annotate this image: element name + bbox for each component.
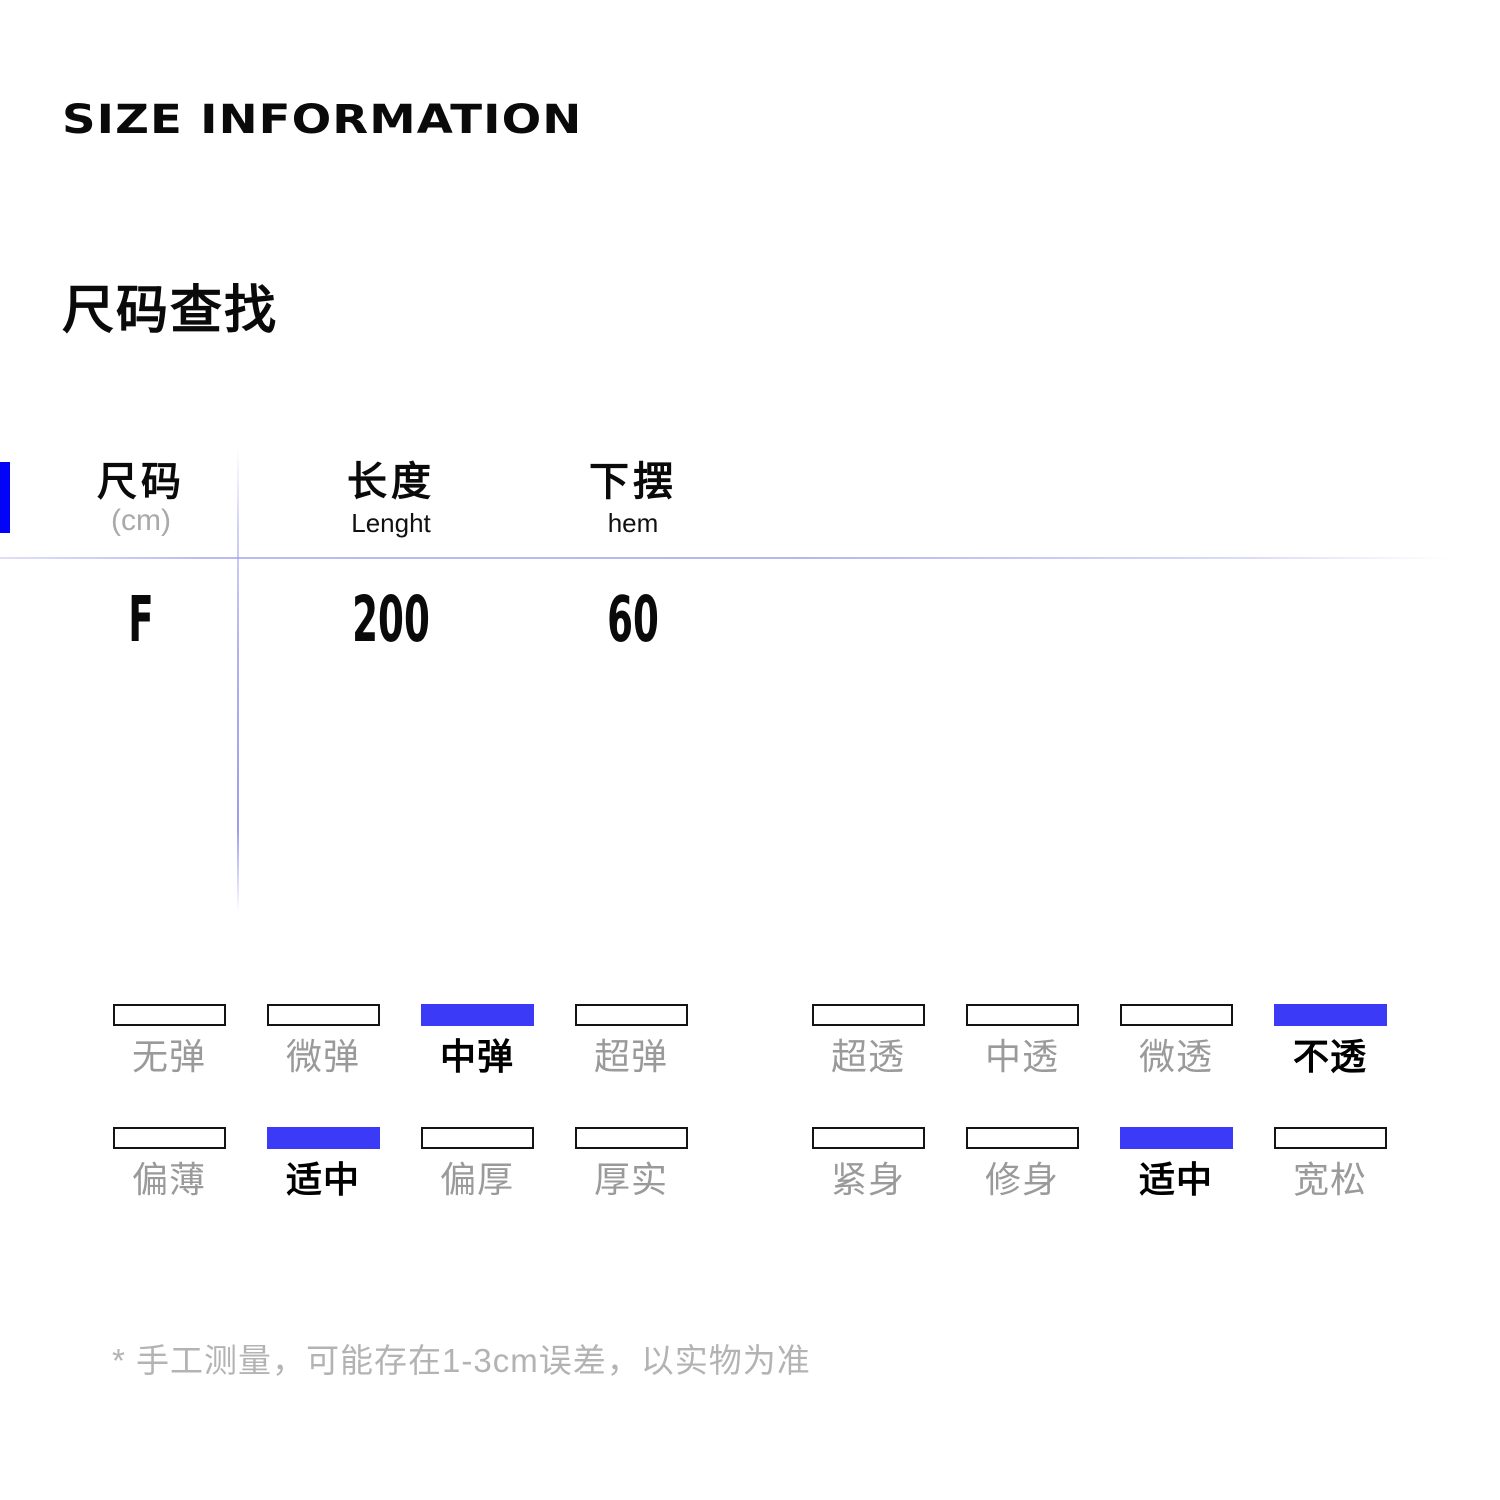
length-value: 200	[352, 581, 430, 657]
scale-option: 无弹	[92, 1004, 246, 1075]
scale-label: 紧身	[830, 1159, 905, 1200]
scale-bar	[574, 1127, 688, 1149]
column-header-size-cn: 尺码	[97, 460, 185, 504]
scale-bar	[811, 1004, 925, 1026]
column-header-hem-en: hem	[607, 508, 659, 538]
scale-bar	[112, 1127, 226, 1149]
table-vertical-divider	[237, 448, 239, 912]
column-header-size-unit: (cm)	[111, 504, 171, 537]
column-header-size: 尺码 (cm)	[97, 460, 185, 536]
scale-label: 无弹	[131, 1036, 206, 1077]
table-horizontal-divider	[0, 557, 1465, 559]
scale-bar	[420, 1004, 534, 1026]
blue-accent-bar	[0, 462, 10, 533]
table-row-hem-value: 60	[590, 581, 676, 657]
scale-label: 超弹	[593, 1036, 668, 1077]
scale-label: 厚实	[593, 1159, 668, 1200]
scale-fit: 紧身 修身 适中 宽松	[791, 1127, 1407, 1198]
scale-option: 微透	[1099, 1004, 1253, 1075]
scale-bar	[1119, 1004, 1233, 1026]
column-header-length: 长度 Lenght	[347, 460, 435, 536]
scale-label: 修身	[984, 1159, 1059, 1200]
column-header-hem-cn: 下摆	[589, 460, 677, 504]
scale-label: 中弹	[439, 1036, 514, 1077]
hem-value: 60	[607, 581, 659, 657]
column-header-length-cn: 长度	[347, 460, 435, 504]
scale-bar	[1119, 1127, 1233, 1149]
scale-label: 微透	[1138, 1036, 1213, 1077]
scale-label: 不透	[1292, 1036, 1367, 1077]
scale-bar	[266, 1127, 380, 1149]
scale-option: 适中	[246, 1127, 400, 1198]
measurement-disclaimer: * 手工测量，可能存在1-3cm误差，以实物为准	[112, 1342, 811, 1379]
scale-bar	[1273, 1004, 1387, 1026]
scale-bar	[1273, 1127, 1387, 1149]
scale-option: 偏薄	[92, 1127, 246, 1198]
scale-elasticity: 无弹 微弹 中弹 超弹	[92, 1004, 708, 1075]
scale-option: 宽松	[1253, 1127, 1407, 1198]
scale-option: 中透	[945, 1004, 1099, 1075]
scale-label: 微弹	[285, 1036, 360, 1077]
scale-transparency: 超透 中透 微透 不透	[791, 1004, 1407, 1075]
table-row-size-value: F	[120, 581, 162, 657]
scale-thickness: 偏薄 适中 偏厚 厚实	[92, 1127, 708, 1198]
scale-label: 偏薄	[131, 1159, 206, 1200]
page-title-cn: 尺码查找	[62, 282, 279, 340]
scale-bar	[112, 1004, 226, 1026]
scale-option: 不透	[1253, 1004, 1407, 1075]
scale-option: 超弹	[554, 1004, 708, 1075]
scale-label: 偏厚	[439, 1159, 514, 1200]
page-title-en: SIZE INFORMATION	[62, 96, 583, 143]
scale-bar	[965, 1127, 1079, 1149]
scale-bar	[965, 1004, 1079, 1026]
scale-option: 紧身	[791, 1127, 945, 1198]
scale-label: 适中	[285, 1159, 360, 1200]
scale-label: 适中	[1138, 1159, 1213, 1200]
column-header-length-en: Lenght	[351, 508, 431, 538]
scale-bar	[574, 1004, 688, 1026]
scale-label: 中透	[984, 1036, 1059, 1077]
scale-option: 修身	[945, 1127, 1099, 1198]
scale-label: 超透	[830, 1036, 905, 1077]
scale-bar	[420, 1127, 534, 1149]
scale-bar	[811, 1127, 925, 1149]
scale-option: 厚实	[554, 1127, 708, 1198]
scale-bar	[266, 1004, 380, 1026]
scale-label: 宽松	[1292, 1159, 1367, 1200]
scale-option: 超透	[791, 1004, 945, 1075]
scale-option: 偏厚	[400, 1127, 554, 1198]
scale-option: 中弹	[400, 1004, 554, 1075]
scale-option: 微弹	[246, 1004, 400, 1075]
scale-option: 适中	[1099, 1127, 1253, 1198]
table-row-length-value: 200	[326, 581, 455, 657]
column-header-hem: 下摆 hem	[589, 460, 677, 536]
size-value: F	[128, 581, 154, 657]
